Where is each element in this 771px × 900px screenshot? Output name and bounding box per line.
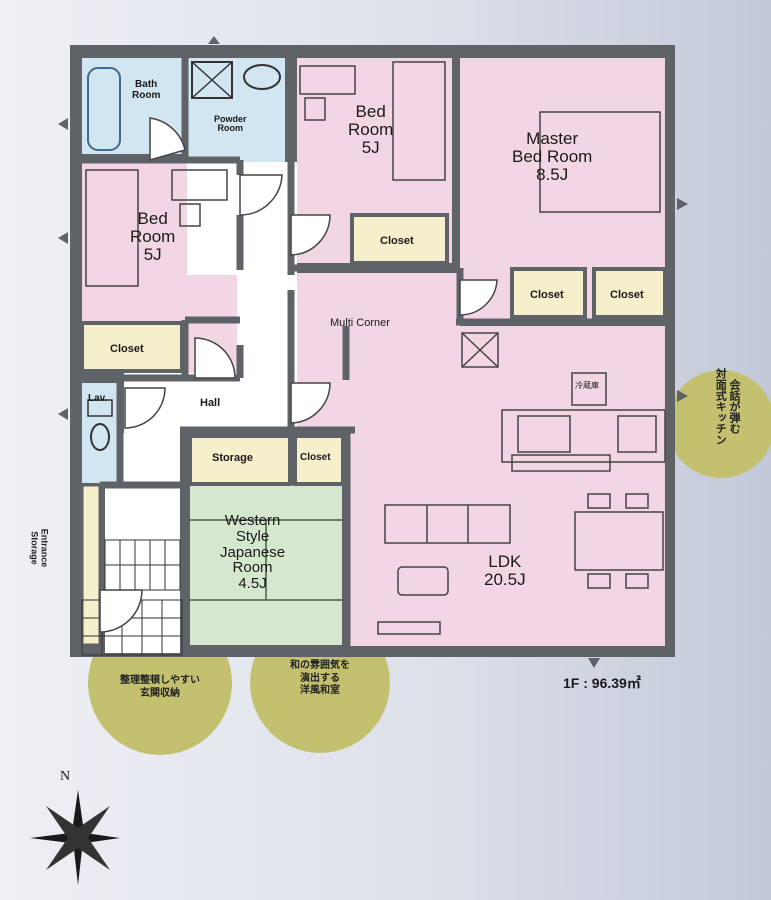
- kitchen-counter: [501, 409, 666, 463]
- compass-rose: [30, 790, 120, 885]
- desk: [299, 65, 356, 95]
- fridge-label: 冷蔵庫: [575, 381, 599, 390]
- bedroom-top-label: Bed Room 5J: [348, 102, 394, 157]
- closet-3-label: Closet: [610, 289, 644, 301]
- bedroom-left-label: Bed Room 5J: [130, 209, 176, 264]
- closet-3-box: [592, 267, 667, 319]
- sink: [243, 64, 281, 90]
- bed-top: [392, 61, 446, 181]
- ldk-fill: [350, 326, 665, 646]
- master-bedroom-label: Master Bed Room 8.5J: [512, 129, 593, 184]
- ldk-furniture: [377, 332, 666, 635]
- closet-2-box: [510, 267, 587, 319]
- tv-board: [377, 621, 441, 635]
- compass-north-label: N: [60, 769, 71, 784]
- entrance-note-text: 整理整頓しやすい 玄関収納: [120, 675, 200, 699]
- closet-4-label: Closet: [110, 343, 144, 355]
- closet-4-box: [80, 321, 184, 373]
- bathroom-fixtures: [87, 61, 281, 451]
- closet-5-label: Closet: [300, 452, 331, 463]
- lav-label: Lav.: [88, 393, 108, 404]
- closet-2-label: Closet: [530, 289, 564, 301]
- storage-boxes: [80, 213, 667, 647]
- bath-room-label: Bath Room: [132, 79, 161, 101]
- closet-1-label: Closet: [380, 235, 414, 247]
- master-bed: [539, 111, 661, 213]
- multi-corner-label: Multi Corner: [330, 317, 390, 329]
- hall-label: Hall: [200, 397, 221, 409]
- corridor-mid-fill: [237, 275, 297, 385]
- powder-room-fill: [188, 58, 285, 162]
- sofa: [384, 504, 511, 544]
- floor-area-label: 1F : 96.39㎡: [563, 675, 641, 691]
- desk-left: [171, 169, 228, 201]
- closet-1-box: [350, 213, 449, 265]
- powder-room-label: Powder Room: [214, 114, 247, 134]
- storage-label: Storage: [212, 452, 253, 464]
- entrance-storage-box: [80, 483, 102, 647]
- bedroom-furniture: [85, 61, 661, 287]
- refrigerator: [571, 372, 607, 406]
- bed-left: [85, 169, 139, 287]
- bathtub: [87, 67, 121, 151]
- storage-box: [188, 434, 292, 486]
- chair: [304, 97, 326, 121]
- tatami-lines: [190, 519, 342, 601]
- japanese-room-label: Western Style Japanese Room 4.5J: [220, 512, 286, 592]
- washing-machine: [191, 61, 233, 99]
- toilet: [90, 423, 110, 451]
- closet-5-box: [293, 434, 345, 486]
- pillar-box: [461, 332, 499, 368]
- kitchen-note-text: 会話が弾む 対面式キッチン: [714, 368, 740, 445]
- window-markers: [58, 36, 688, 668]
- coffee-table: [397, 566, 449, 596]
- door-swings: [99, 117, 498, 633]
- master-bedroom-fill: [460, 58, 665, 263]
- kitchen-note-bubble: [667, 370, 771, 478]
- entrance-storage-label: Entrance Storage: [29, 528, 50, 568]
- dining-table: [574, 511, 664, 571]
- japanese-note-text: 和の雰囲気を 演出する 洋風和室: [290, 660, 350, 696]
- ldk-label: LDK 20.5J: [484, 552, 526, 589]
